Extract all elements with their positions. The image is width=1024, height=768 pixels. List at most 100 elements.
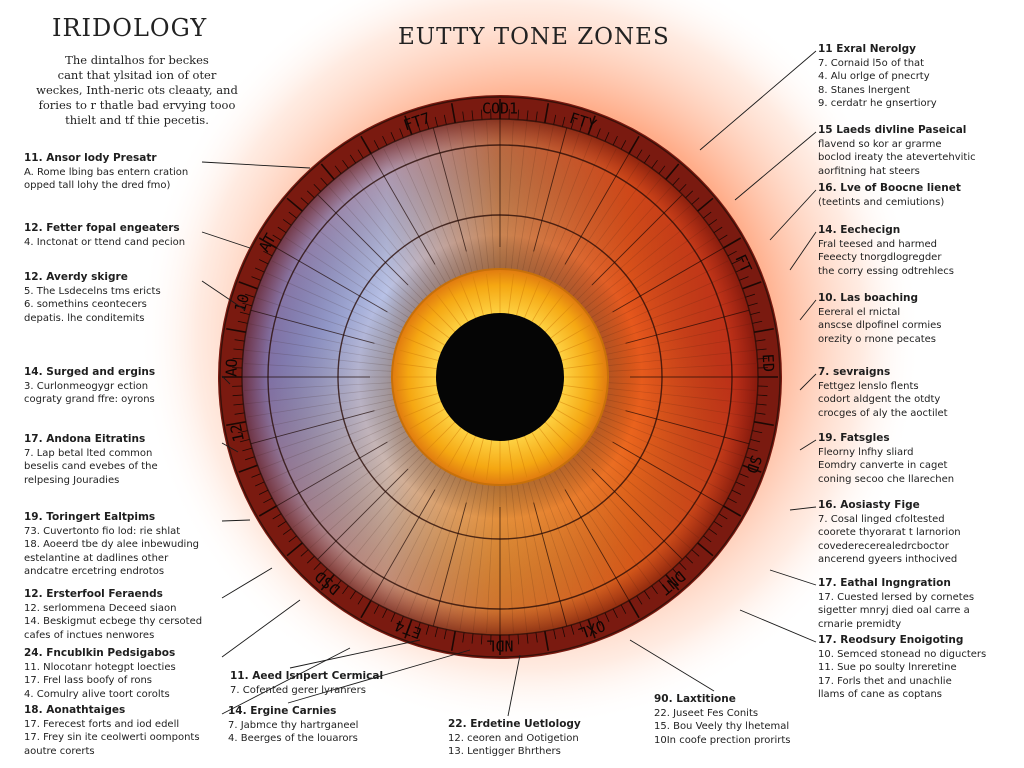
- iris-fiber: [300, 215, 419, 312]
- iris-tick: [277, 226, 287, 234]
- pupil-fiber: [543, 303, 574, 334]
- iris-tick: [628, 135, 640, 154]
- zone-label-line: 12. ceoren and Ootigetion: [448, 732, 579, 744]
- iris-tick: [562, 627, 566, 638]
- iris-fiber: [603, 393, 753, 418]
- pupil-fiber: [409, 407, 447, 430]
- zone-label-line: codort aldgent the otdty: [818, 394, 941, 405]
- iris-tick: [703, 211, 712, 219]
- iris-tick: [416, 121, 421, 132]
- iris-fiber: [537, 137, 593, 280]
- iris-tick: [718, 234, 728, 241]
- zone-label-line: aorfitning hat steers: [818, 165, 920, 177]
- iris-fiber: [556, 464, 640, 592]
- iris-fiber: [360, 464, 444, 592]
- zone-label-title: 16. Aosiasty Fige: [818, 499, 920, 511]
- leader-line: [201, 161, 311, 169]
- iris-fiber: [599, 297, 744, 345]
- zone-label-line: 9. cerdatr he gnsertiory: [818, 98, 937, 109]
- iris-fiber: [285, 237, 413, 321]
- iris-tick: [685, 555, 694, 564]
- intro-line: cant that ylsitad ion of oter: [57, 68, 217, 82]
- zone-label-line: 7. Lap betal lted common: [24, 447, 153, 459]
- iris-tick: [357, 595, 364, 605]
- iris-tick: [237, 320, 248, 324]
- iris-tick: [742, 281, 762, 290]
- iris-tick: [739, 473, 749, 478]
- zone-label-line: cafes of inctues nenwores: [24, 629, 155, 641]
- iris-tick: [526, 633, 529, 644]
- iris-tick: [462, 632, 465, 643]
- iris-tick: [750, 439, 761, 443]
- pupil-fiber: [409, 324, 447, 347]
- pupil-fiber: [447, 430, 470, 468]
- iris-tick: [665, 574, 680, 591]
- pupil-fiber: [561, 363, 604, 370]
- pupil-fiber: [472, 436, 485, 478]
- iris-tick: [636, 149, 643, 159]
- iris-tick: [755, 339, 766, 342]
- iris-tick: [399, 128, 404, 138]
- iris-tick: [535, 111, 538, 122]
- iris-tick: [320, 177, 328, 186]
- zone-label-line: andcatre ercetring endrotos: [24, 566, 165, 577]
- iris-fiber: [595, 419, 735, 482]
- iris-fiber: [584, 438, 708, 528]
- iris-fiber: [593, 260, 729, 330]
- iris-zone-spoke: [432, 502, 467, 627]
- zone-label-line: 12. serlommena Deceed siaon: [24, 602, 177, 614]
- zone-label-title: 10. Las boaching: [818, 292, 919, 304]
- iris-tick: [320, 574, 335, 591]
- iris-fiber: [300, 442, 419, 539]
- iris-fiber: [587, 237, 715, 321]
- iris-fiber: [285, 433, 413, 517]
- iris-tick: [678, 183, 687, 192]
- iris-tick: [443, 629, 447, 640]
- zone-label-line: 73. Cuvertonto fio lod: rie shlat: [24, 525, 181, 537]
- iris-zone-spoke: [564, 489, 630, 601]
- iris-zone-spoke: [612, 441, 724, 507]
- iris-tick: [232, 394, 243, 397]
- pupil-fiber: [417, 414, 452, 441]
- zone-label-line: 3. Curlonmeogygr ection: [24, 380, 149, 392]
- iris-fiber: [309, 446, 423, 549]
- iris-tick: [713, 226, 723, 234]
- iris-tick: [272, 513, 282, 520]
- iris-tick: [239, 311, 250, 315]
- pupil-fiber: [557, 400, 597, 418]
- zone-label-line: 17. Frey sin ite ceolwerti oomponts: [24, 732, 200, 743]
- iris-tick: [526, 110, 529, 121]
- iris-fiber: [446, 126, 479, 275]
- iris-tick: [313, 562, 322, 571]
- pupil-fiber: [559, 349, 601, 362]
- iris-tick: [672, 177, 680, 186]
- iris-fiber: [459, 124, 484, 274]
- iris-tick: [596, 128, 601, 138]
- iris-tick: [750, 311, 761, 315]
- iris-tick: [535, 632, 538, 643]
- zone-label-title: 12. Averdy skigre: [24, 271, 128, 283]
- iris-tick: [360, 600, 372, 619]
- iris-tick: [756, 348, 767, 351]
- leader-lines: [201, 50, 817, 717]
- leader-line: [789, 231, 817, 271]
- iris-zone-spoke: [533, 127, 568, 252]
- iris-tick: [263, 250, 273, 257]
- zone-label-title: 12. Fetter fopal engeaters: [24, 222, 180, 234]
- iris-fiber: [604, 349, 755, 367]
- leader-line: [799, 373, 817, 391]
- iris-fiber: [581, 215, 700, 312]
- zone-label-line: 7. Cofented gerer lyranrers: [230, 684, 366, 696]
- iris-fiber: [603, 336, 753, 361]
- zone-label-line: A. Rome lbing bas entern cration: [24, 166, 189, 178]
- pupil-fiber: [559, 392, 601, 405]
- zone-label-line: 15. Bou Veely thy lhetemal: [654, 721, 790, 732]
- iris-fiber: [542, 472, 605, 612]
- iris-tick: [570, 119, 575, 130]
- leader-line: [734, 131, 817, 201]
- iris-fiber: [595, 272, 735, 335]
- iris-tick: [544, 103, 550, 124]
- iris-fiber: [349, 461, 439, 585]
- zone-label-title: 17. Reodsury Enoigoting: [818, 634, 964, 646]
